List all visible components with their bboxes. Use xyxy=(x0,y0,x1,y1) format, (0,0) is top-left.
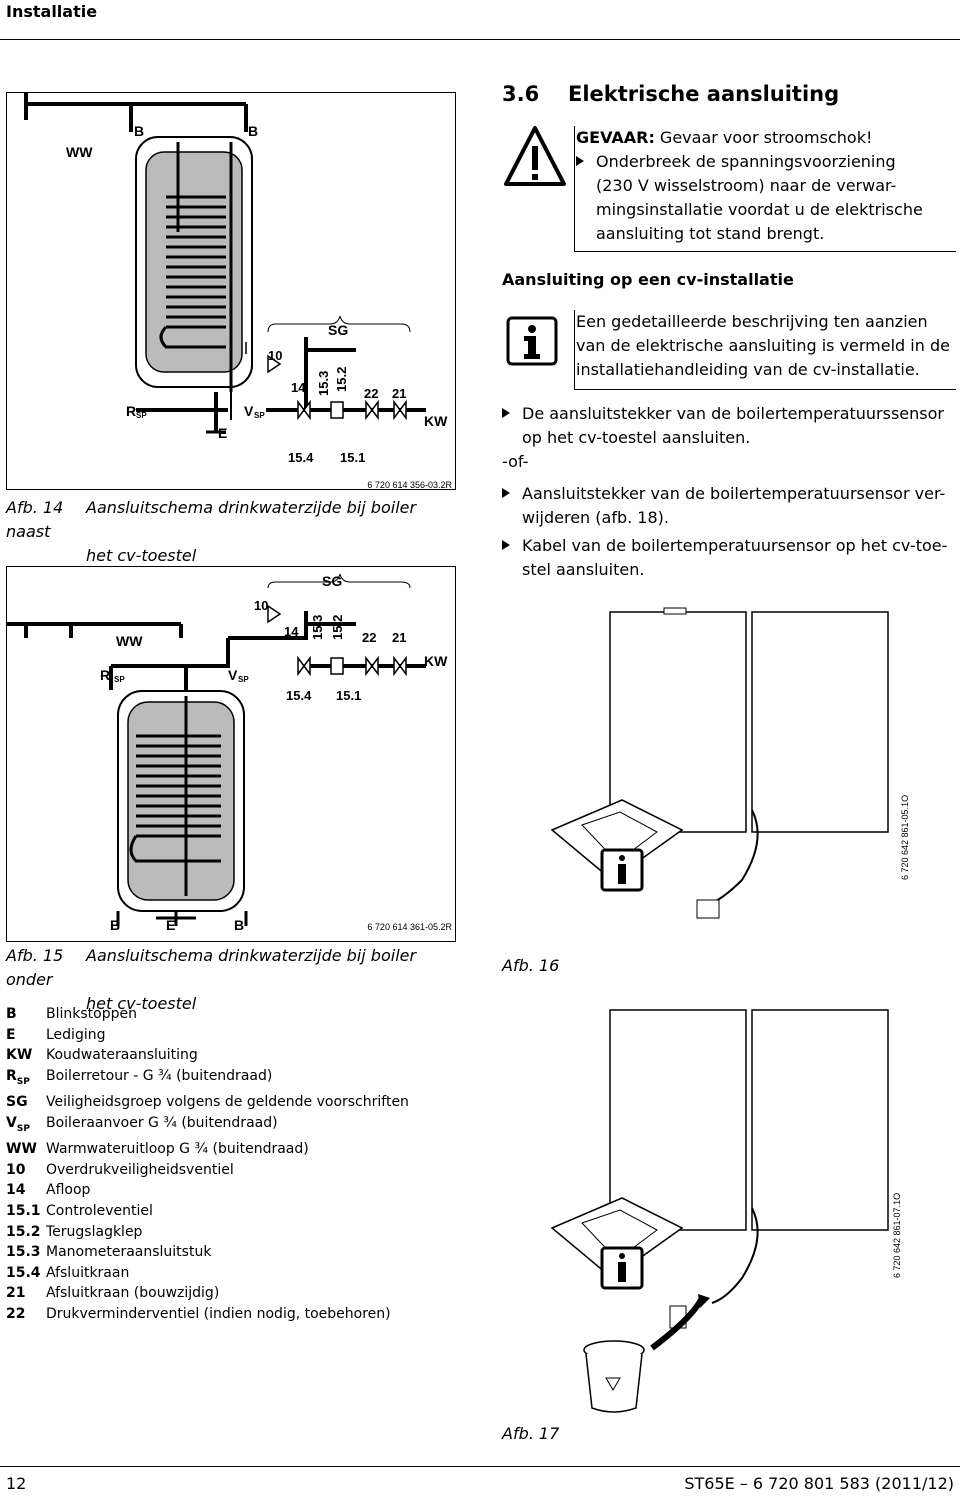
fig15-label-b-left: B xyxy=(110,917,120,933)
fig15-label-ww: WW xyxy=(116,633,143,649)
figure-17: 6 720 642 861-07.1O xyxy=(502,998,922,1418)
figure-16: 6 720 642 861-05.1O xyxy=(502,600,922,940)
fig14-caption-line1: Aansluitschema drinkwaterzijde bij boile… xyxy=(6,498,417,541)
label-b-left: B xyxy=(134,123,144,139)
fig16-ref: 6 720 642 861-05.1O xyxy=(900,795,910,880)
section-number: 3.6 xyxy=(502,82,540,106)
figure-15: SG 10 14 15.3 15.2 22 21 KW WW R SP V SP… xyxy=(6,566,456,942)
fig15-label-10: 10 xyxy=(254,598,268,613)
label-ww: WW xyxy=(66,144,93,160)
bullet-icon xyxy=(502,408,510,418)
fig15-label-sg: SG xyxy=(322,573,342,589)
steps-list: De aansluitstekker van de boilertemperat… xyxy=(502,402,956,582)
fig17-ref: 6 720 642 861-07.1O xyxy=(892,1193,902,1278)
fig16-label: Afb. 16 xyxy=(502,956,560,975)
warning-label: GEVAAR: xyxy=(576,128,655,147)
fig14-label: Afb. 14 xyxy=(6,498,64,517)
or-separator: -of- xyxy=(502,452,529,471)
label-sg: SG xyxy=(328,322,348,338)
fig15-label-22: 22 xyxy=(362,630,376,645)
bullet-icon xyxy=(502,540,510,550)
fig17-label: Afb. 17 xyxy=(502,1424,560,1443)
warning-text: GEVAAR: Gevaar voor stroomschok! Onderbr… xyxy=(576,128,923,243)
document-reference: ST65E – 6 720 801 583 (2011/12) xyxy=(684,1474,954,1493)
fig15-label-14: 14 xyxy=(284,624,299,639)
subheading: Aansluiting op een cv-installatie xyxy=(502,270,794,289)
fig14-ref: 6 720 614 356-03.2R xyxy=(367,480,452,490)
fig14-schematic: WW B B SG 10 14 15.3 15.2 22 21 KW R SP … xyxy=(6,92,456,490)
label-15-1: 15.1 xyxy=(340,450,365,465)
section-title: Elektrische aansluiting xyxy=(568,82,840,106)
label-15-2: 15.2 xyxy=(334,367,349,392)
label-15-3: 15.3 xyxy=(316,371,331,396)
label-15-4: 15.4 xyxy=(288,450,314,465)
label-r: R xyxy=(126,403,136,419)
fig15-label-15-3: 15.3 xyxy=(310,615,325,640)
label-v: V xyxy=(244,403,254,419)
label-e: E xyxy=(218,425,227,441)
fig14-caption-line2: het cv-toestel xyxy=(86,546,197,565)
footer-line xyxy=(0,1466,960,1467)
header-bar xyxy=(0,0,960,40)
info-icon xyxy=(506,316,558,366)
fig15-ref: 6 720 614 361-05.2R xyxy=(367,922,452,932)
fig15-label-b-right: B xyxy=(234,917,244,933)
label-10: 10 xyxy=(268,348,282,363)
warning-box-border xyxy=(574,126,956,252)
fig15-label-r-sub: SP xyxy=(114,675,125,684)
fig15-label-15-2: 15.2 xyxy=(330,615,345,640)
fig15-label-21: 21 xyxy=(392,630,406,645)
fig15-caption-line1: Aansluitschema drinkwaterzijde bij boile… xyxy=(6,946,417,989)
fig15-label-15-1: 15.1 xyxy=(336,688,361,703)
label-21: 21 xyxy=(392,386,406,401)
figure-14: WW B B SG 10 14 15.3 15.2 22 21 KW R SP … xyxy=(6,92,456,490)
bullet-icon xyxy=(502,488,510,498)
label-kw: KW xyxy=(424,413,448,429)
warning-icon xyxy=(502,122,568,192)
label-22: 22 xyxy=(364,386,378,401)
fig15-schematic: SG 10 14 15.3 15.2 22 21 KW WW R SP V SP… xyxy=(6,566,456,942)
fig15-label-e: E xyxy=(166,917,175,933)
fig15-label: Afb. 15 xyxy=(6,946,64,965)
section-heading: 3.6 Elektrische aansluiting xyxy=(502,82,839,106)
fig15-caption-line2: het cv-toestel xyxy=(86,994,197,1013)
section-label: Installatie xyxy=(6,2,98,21)
page-number: 12 xyxy=(6,1474,27,1493)
fig15-label-v: V xyxy=(228,667,238,683)
fig15-label-15-4: 15.4 xyxy=(286,688,312,703)
info-text: Een gedetailleerde beschrijving ten aanz… xyxy=(576,312,950,379)
label-14: 14 xyxy=(291,380,306,395)
label-v-sub: SP xyxy=(254,411,265,420)
bullet-icon xyxy=(576,156,584,166)
label-r-sub: SP xyxy=(136,411,147,420)
fig15-label-v-sub: SP xyxy=(238,675,249,684)
fig15-label-kw: KW xyxy=(424,653,448,669)
label-b-right: B xyxy=(248,123,258,139)
info-box-border xyxy=(574,310,956,390)
warning-message: Gevaar voor stroomschok! xyxy=(654,128,873,147)
fig15-label-r: R xyxy=(100,667,110,683)
